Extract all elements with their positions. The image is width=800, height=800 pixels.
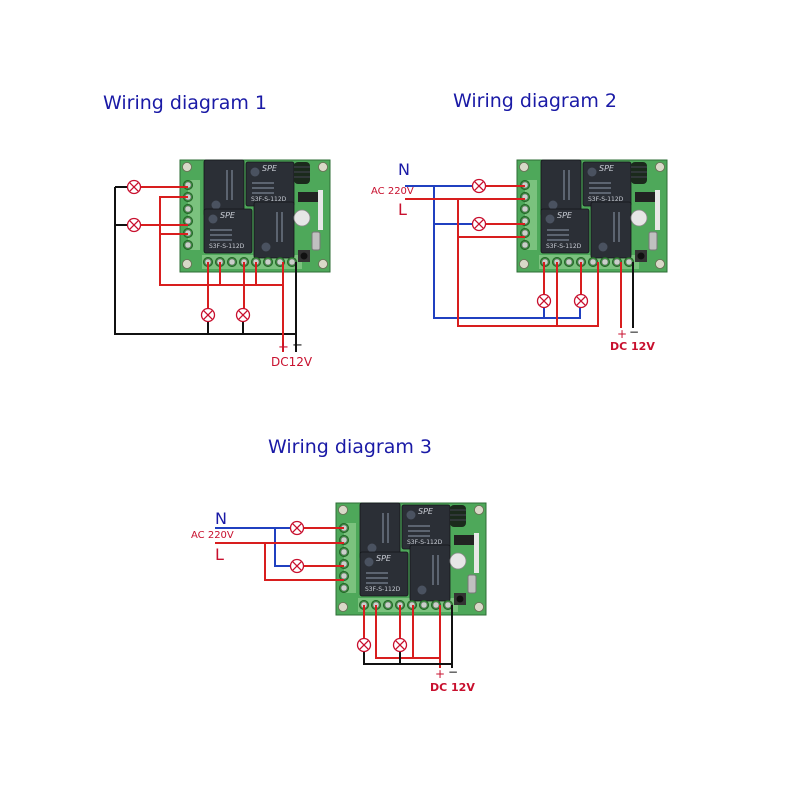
diagram-3-title: Wiring diagram 3 [268, 436, 433, 458]
diagram-1-title: Wiring diagram 1 [103, 92, 268, 114]
wire-red [375, 605, 440, 659]
wire-black-common-1 [114, 187, 296, 335]
dc-voltage-label-3: DC 12V [430, 681, 475, 694]
dc-plus-label-3: + [435, 667, 446, 681]
relay-model-label: S3F-S-112D [209, 243, 245, 250]
dc-plus-label-2: + [617, 327, 628, 341]
wire-red [264, 543, 344, 581]
relay-brand-label: SPE [599, 164, 614, 173]
relay-board-2 [517, 160, 667, 272]
relay-brand-label: SPE [557, 211, 572, 220]
diagram-3 [215, 503, 486, 668]
lamp-icon [392, 637, 408, 653]
lamp-icon [235, 307, 251, 323]
dc-minus-label-3: − [448, 665, 459, 679]
diagram-2 [405, 160, 667, 328]
dc-minus-label-2: − [629, 325, 640, 339]
relay-model-label: S3F-S-112D [365, 586, 401, 593]
lamp-icon [200, 307, 216, 323]
relay-board-3 [336, 503, 486, 615]
lamp-icon [573, 293, 589, 309]
wire-black [363, 652, 452, 665]
lamp-icon [126, 217, 142, 233]
wire-red [159, 196, 283, 286]
lamp-icon [289, 558, 305, 574]
wire-blue [544, 308, 581, 319]
relay-model-label: S3F-S-112D [251, 196, 287, 203]
lamp-icon [471, 178, 487, 194]
relay-brand-label: SPE [418, 507, 433, 516]
neutral-label-3: N [215, 509, 227, 528]
wire-red [457, 199, 599, 327]
diagram-1 [114, 160, 330, 352]
diagram-2-title: Wiring diagram 2 [453, 90, 618, 112]
ac-voltage-label-2: AC 220V [371, 186, 414, 197]
dc-minus-label-1: − [292, 338, 303, 353]
ac-voltage-label-3: AC 220V [191, 530, 234, 541]
relay-model-label: S3F-S-112D [546, 243, 582, 250]
live-label-2: L [398, 200, 407, 219]
relay-model-label: S3F-S-112D [588, 196, 624, 203]
lamp-icon [356, 637, 372, 653]
lamp-icon [289, 520, 305, 536]
relay-brand-label: SPE [376, 554, 391, 563]
relay-brand-label: SPE [220, 211, 235, 220]
dc-voltage-label-2: DC 12V [610, 340, 655, 353]
lamp-icon [471, 216, 487, 232]
neutral-label-2: N [398, 160, 410, 179]
live-label-3: L [215, 545, 224, 564]
relay-board-1 [180, 160, 330, 272]
lamp-icon [126, 179, 142, 195]
dc-plus-label-1: + [278, 340, 289, 355]
wire-blue [274, 528, 290, 567]
lamp-icon [536, 293, 552, 309]
dc-voltage-label-1: DC12V [271, 355, 313, 369]
wire-blue-neutral-2 [405, 185, 551, 319]
relay-brand-label: SPE [262, 164, 277, 173]
relay-model-label: S3F-S-112D [407, 539, 443, 546]
